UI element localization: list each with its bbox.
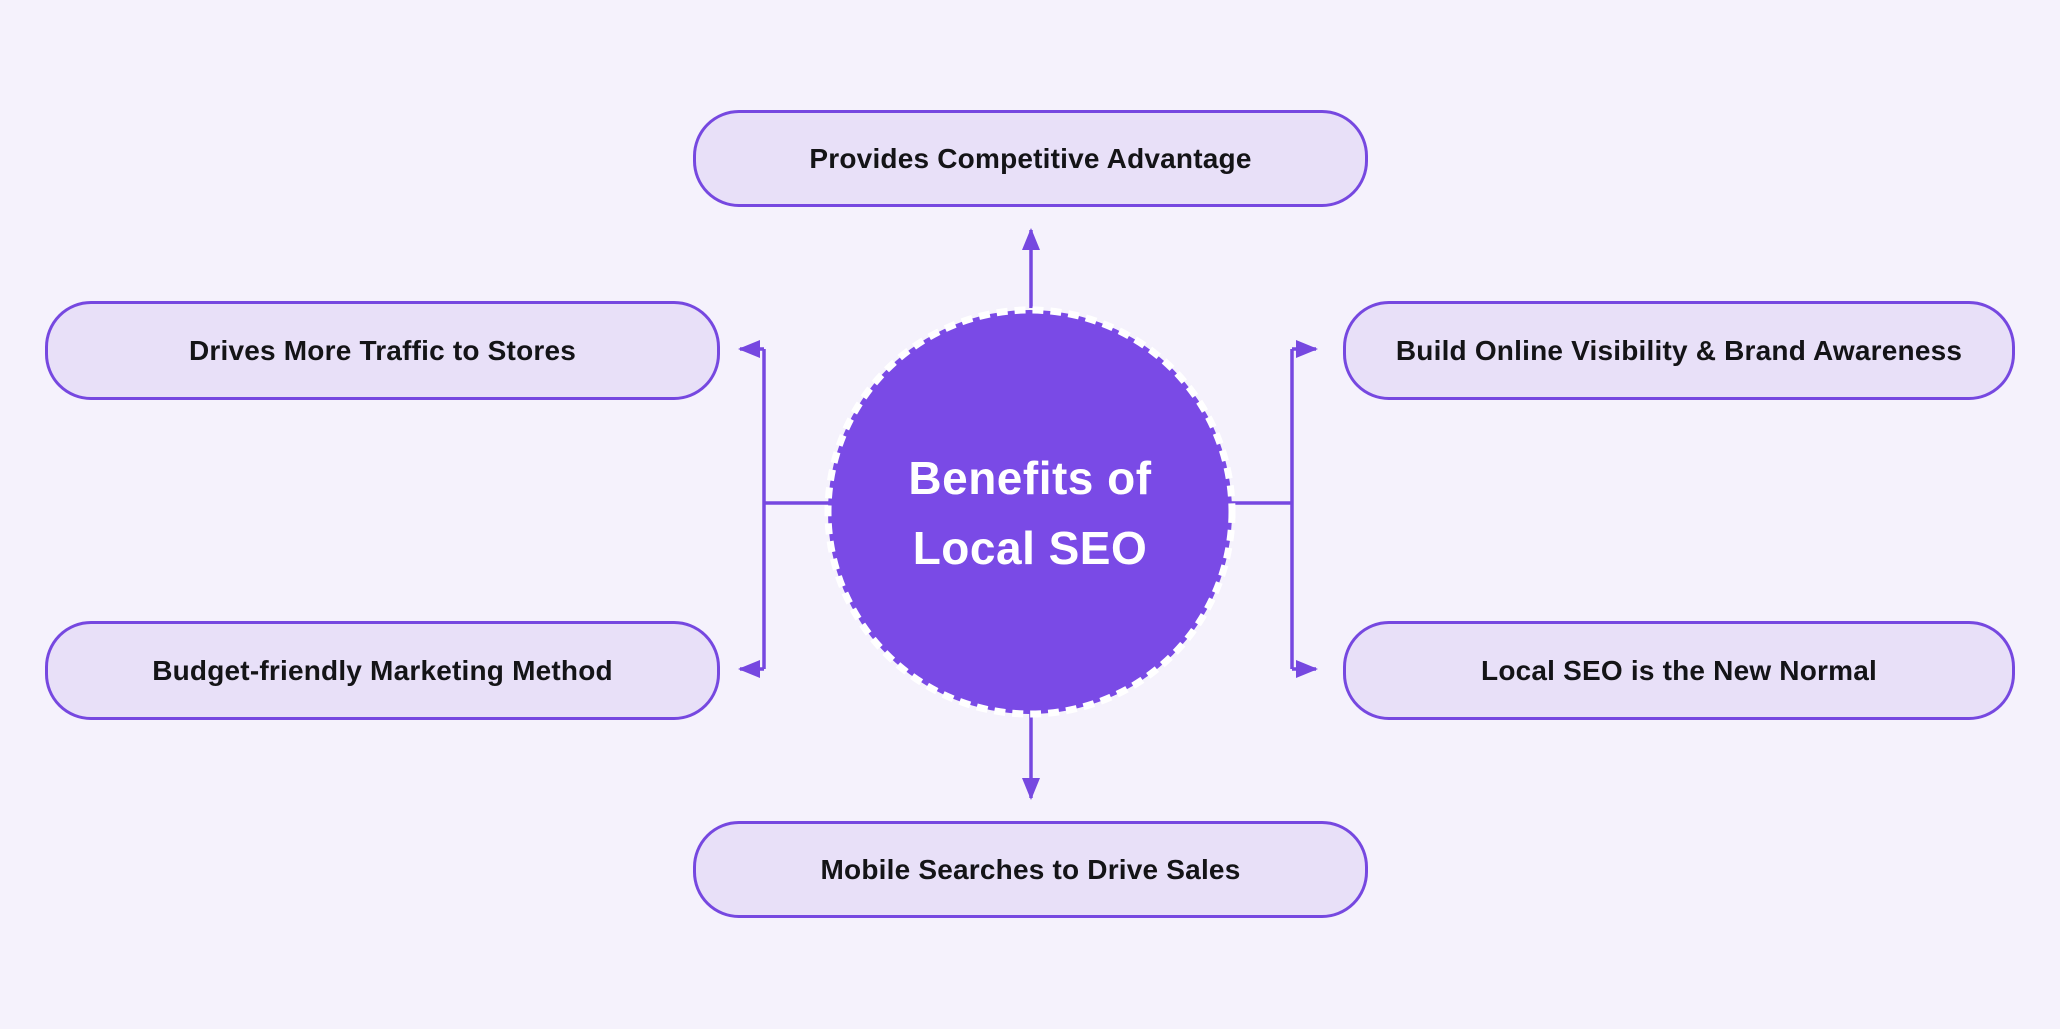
node-provides-competitive-advantage: Provides Competitive Advantage [693,110,1368,207]
node-build-online-visibility: Build Online Visibility & Brand Awarenes… [1343,301,2015,400]
center-title-line1: Benefits of [908,452,1152,504]
node-label: Mobile Searches to Drive Sales [820,853,1241,885]
node-label: Budget-friendly Marketing Method [152,654,613,686]
node-label: Provides Competitive Advantage [809,142,1252,174]
center-circle [824,306,1236,718]
node-label: Local SEO is the New Normal [1481,654,1877,686]
node-local-seo-new-normal: Local SEO is the New Normal [1343,621,2015,720]
node-drives-more-traffic: Drives More Traffic to Stores [45,301,720,400]
node-mobile-searches-drive-sales: Mobile Searches to Drive Sales [693,821,1368,918]
center-title: Benefits of Local SEO [830,438,1230,588]
center-title-line2: Local SEO [912,522,1148,574]
node-budget-friendly-marketing: Budget-friendly Marketing Method [45,621,720,720]
node-label: Build Online Visibility & Brand Awarenes… [1395,334,1963,366]
node-label: Drives More Traffic to Stores [188,334,577,366]
